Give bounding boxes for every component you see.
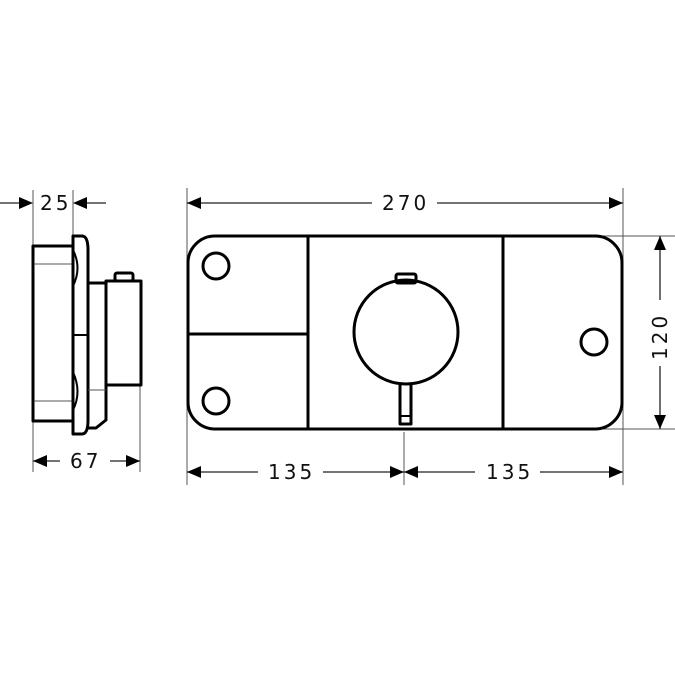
dimension-plate-depth: 25 [0, 191, 106, 215]
dimension-total-depth: 67 [33, 449, 140, 473]
arrow-up-icon [654, 236, 666, 250]
side-button-bottom [72, 371, 79, 411]
arrow-right-icon [390, 466, 404, 478]
side-thermostat-collar [86, 281, 108, 430]
arrow-left-icon [187, 466, 201, 478]
side-knob-cap [113, 271, 135, 283]
arrow-down-icon [654, 415, 666, 429]
dimension-height: 120 [648, 236, 672, 429]
dimension-label-135-right: 135 [486, 460, 533, 484]
dimension-overall-width: 270 [187, 191, 623, 215]
front-view: 270 120 [186, 188, 675, 485]
button-indicator-right-icon [579, 327, 609, 357]
side-back-box [31, 244, 75, 423]
arrow-left-icon [404, 466, 418, 478]
side-thermostat-body [104, 279, 143, 387]
side-trim-plate [71, 234, 90, 436]
dimension-label-120: 120 [648, 313, 672, 360]
thermostat-knob-icon [352, 272, 460, 426]
side-button-top [72, 249, 79, 287]
arrow-left-icon [33, 455, 47, 467]
arrow-right-icon [609, 197, 623, 209]
dimension-left-half: 135 [187, 460, 404, 484]
arrow-left-icon [187, 197, 201, 209]
dimension-label-67: 67 [70, 449, 101, 473]
arrow-right-icon [19, 197, 33, 209]
dimension-label-25: 25 [40, 191, 71, 215]
dimension-label-135-left: 135 [268, 460, 315, 484]
arrow-right-icon [126, 455, 140, 467]
arrow-left-icon [73, 197, 87, 209]
dimension-label-270: 270 [382, 191, 429, 215]
side-view: 25 67 [0, 190, 143, 473]
dimension-right-half: 135 [404, 460, 623, 484]
button-indicator-bottom-left-icon [201, 386, 231, 416]
arrow-right-icon [609, 466, 623, 478]
button-indicator-top-left-icon [201, 251, 231, 281]
